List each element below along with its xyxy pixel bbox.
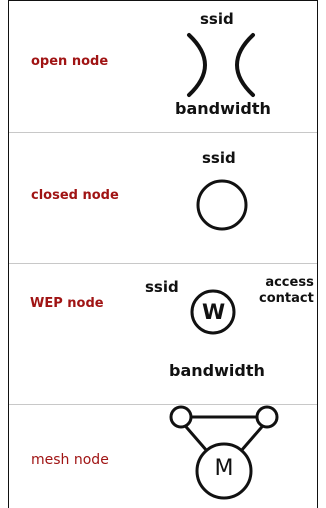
closed-node-icon xyxy=(196,179,248,231)
wep-node-icon xyxy=(190,289,236,335)
wep-node-access-contact-text: access contact xyxy=(259,275,314,306)
closed-node-label: closed node xyxy=(31,188,119,203)
wep-node-label: WEP node xyxy=(30,296,104,311)
open-node-bandwidth-text: bandwidth xyxy=(175,99,271,118)
legend-row-closed-node: closed node ssid xyxy=(9,132,317,264)
open-node-icon xyxy=(187,33,255,97)
wep-node-bandwidth-text: bandwidth xyxy=(169,361,265,380)
open-node-label: open node xyxy=(31,54,109,69)
mesh-node-letter: M xyxy=(214,456,234,481)
open-node-ssid-text: ssid xyxy=(200,10,234,28)
closed-node-ssid-text: ssid xyxy=(202,149,236,167)
legend-row-wep-node: ssid access contact W bandwidth xyxy=(9,264,317,405)
wep-node-ssid-text: ssid xyxy=(145,278,179,296)
legend-frame: open node ssid bandwidth closed node ssi… xyxy=(8,0,318,508)
legend-row-open-node: open node ssid bandwidth xyxy=(9,0,317,133)
legend-row-mesh-node: mesh node M xyxy=(9,405,317,508)
mesh-node-label: mesh node xyxy=(31,452,109,468)
mesh-node-icon xyxy=(169,405,279,500)
wep-node-letter: W xyxy=(202,300,226,324)
